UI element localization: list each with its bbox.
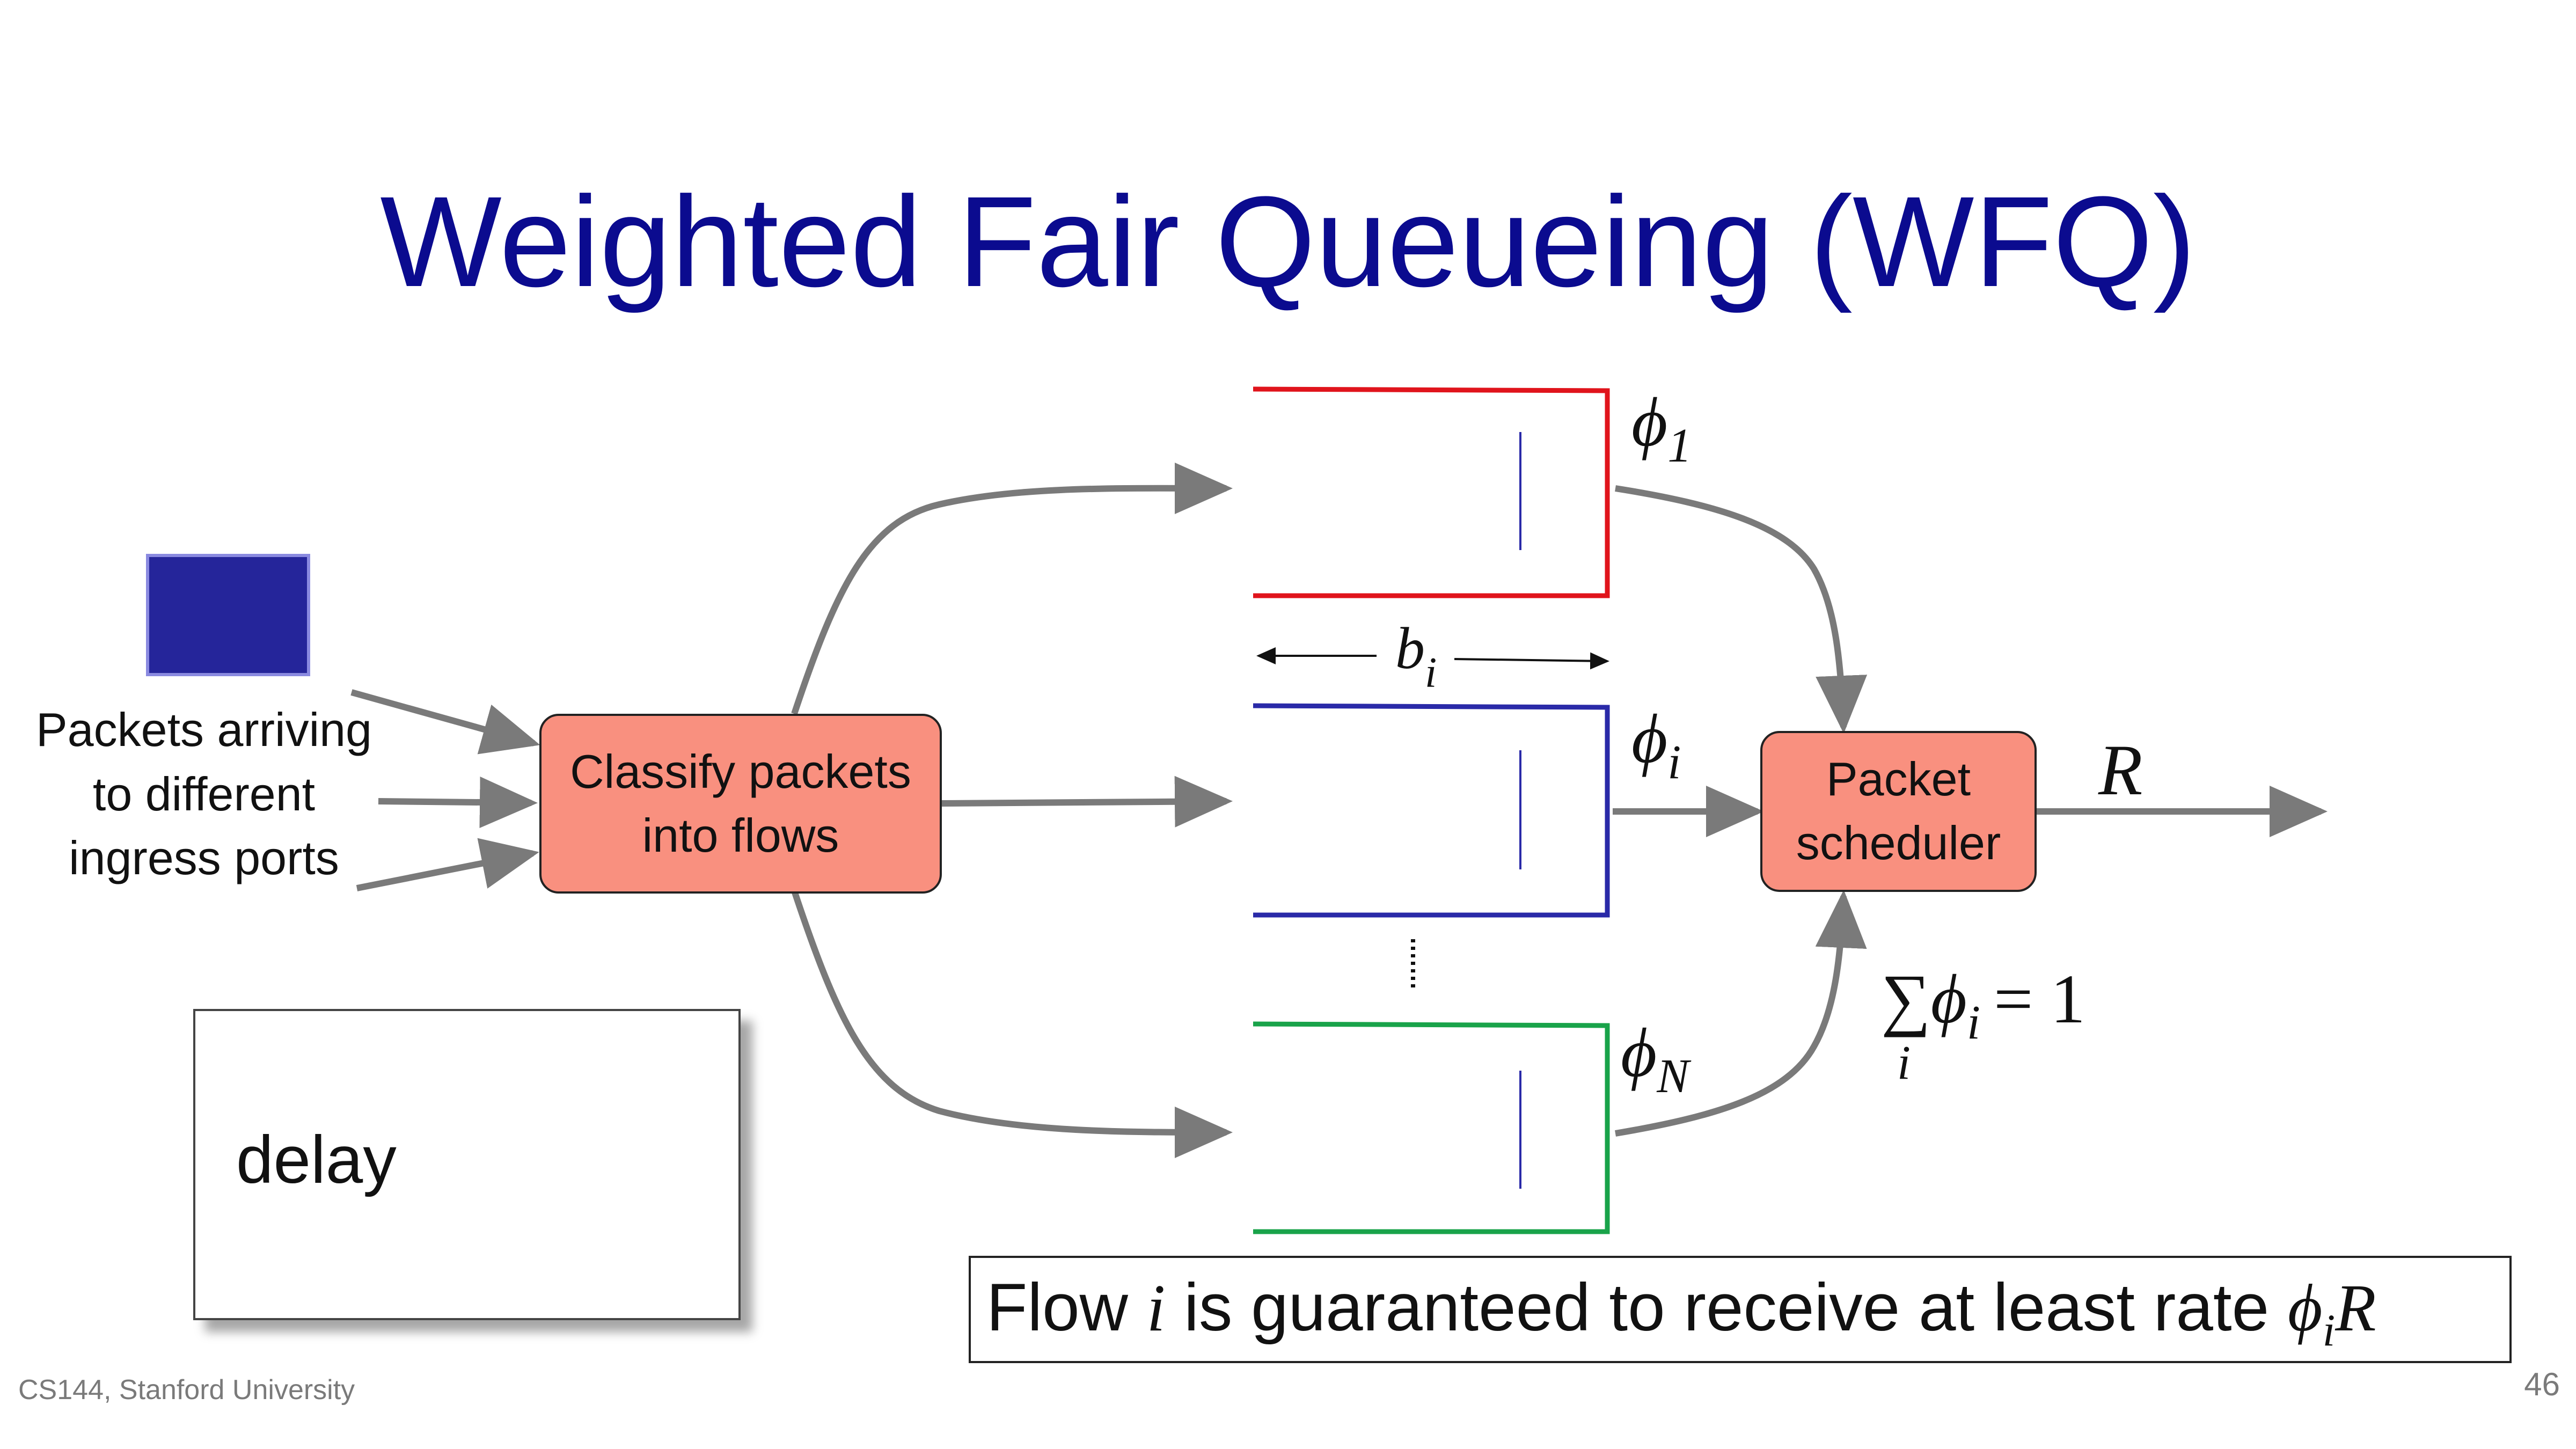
- slide-title: Weighted Fair Queueing (WFQ): [380, 170, 2196, 313]
- packets-label: Packets arriving to different ingress po…: [35, 703, 372, 885]
- queue-N: [1253, 1021, 1610, 1234]
- guarantee-text: Flow i is guaranteed to receive at least…: [986, 1270, 2376, 1356]
- scheduler-label: Packet scheduler: [1796, 752, 2001, 869]
- rate-label: R: [2098, 730, 2142, 810]
- guarantee-box: [969, 1256, 2512, 1363]
- queue-i: [1253, 703, 1610, 918]
- page-number: 46: [2524, 1366, 2560, 1402]
- packet-icon: [146, 554, 310, 676]
- delay-word: delay: [236, 1123, 397, 1197]
- buffer-size-arrow: [1256, 647, 1609, 670]
- delay-box: [193, 1009, 741, 1320]
- scheduler-box: Packet scheduler: [1760, 731, 2037, 892]
- classify-box: Classify packets into flows: [539, 714, 942, 894]
- sum-index: i: [1897, 1036, 1911, 1089]
- flow-arrows: [791, 462, 1233, 1158]
- classify-label: Classify packets into flows: [570, 744, 911, 862]
- buffer-label: bi: [1395, 616, 1437, 697]
- sum-formula: ∑ϕi= 1: [1881, 961, 2085, 1049]
- weight-label-N: ϕN: [1621, 1014, 1692, 1103]
- footer-text: CS144, Stanford University: [18, 1374, 355, 1406]
- queue-1: [1253, 386, 1610, 598]
- weight-label-i: ϕi: [1631, 700, 1681, 789]
- ingress-arrows: [350, 689, 540, 891]
- scheduler-arrows: [1613, 485, 2328, 1137]
- weight-label-1: ϕ1: [1631, 384, 1692, 472]
